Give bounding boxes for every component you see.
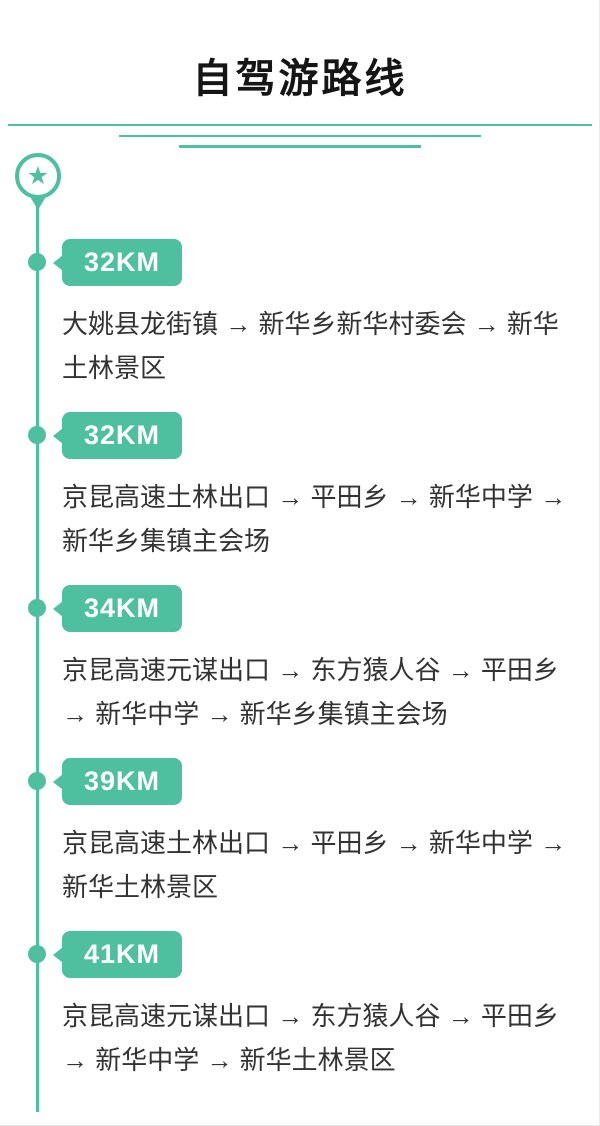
route-description: 京昆高速土林出口 → 平田乡 → 新华中学 → 新华土林景区 <box>62 828 567 902</box>
page-title: 自驾游路线 <box>192 57 408 101</box>
timeline-dot-icon <box>28 253 46 271</box>
route-item: 32KM 京昆高速土林出口 → 平田乡 → 新华中学 → 新华乡集镇主会场 <box>28 412 572 563</box>
distance-badge: 39KM <box>53 758 183 805</box>
badge-row: 39KM <box>28 758 572 805</box>
distance-label: 32KM <box>84 247 161 277</box>
divider-line-medium <box>119 135 481 137</box>
badge-pointer-icon <box>53 946 63 963</box>
route-description: 京昆高速土林出口 → 平田乡 → 新华中学 → 新华乡集镇主会场 <box>62 482 567 556</box>
distance-badge: 34KM <box>53 585 183 632</box>
badge-pointer-icon <box>53 773 63 790</box>
distance-label: 34KM <box>84 593 161 623</box>
timeline-dot-icon <box>28 426 46 444</box>
badge-pointer-icon <box>53 254 63 271</box>
routes-list: 32KM 大姚县龙街镇 → 新华乡新华村委会 → 新华土林景区 32KM 京昆高… <box>0 239 600 1082</box>
badge-row: 32KM <box>28 412 572 459</box>
timeline-dot-icon <box>28 599 46 617</box>
header: 自驾游路线 <box>0 0 600 148</box>
timeline-line <box>36 198 39 1112</box>
distance-label: 39KM <box>84 766 161 796</box>
distance-badge: 32KM <box>53 239 183 286</box>
timeline-dot-icon <box>28 772 46 790</box>
badge-row: 41KM <box>28 931 572 978</box>
route-item: 39KM 京昆高速土林出口 → 平田乡 → 新华中学 → 新华土林景区 <box>28 758 572 909</box>
route-item: 34KM 京昆高速元谋出口 → 东方猿人谷 → 平田乡 → 新华中学 → 新华乡… <box>28 585 572 736</box>
pin-point-icon <box>29 195 47 210</box>
distance-badge: 41KM <box>53 931 183 978</box>
route-item: 41KM 京昆高速元谋出口 → 东方猿人谷 → 平田乡 → 新华中学 → 新华土… <box>28 931 572 1082</box>
badge-row: 34KM <box>28 585 572 632</box>
route-description: 大姚县龙街镇 → 新华乡新华村委会 → 新华土林景区 <box>62 309 559 383</box>
divider-line-short <box>179 145 421 148</box>
start-pin: ★ <box>15 153 61 210</box>
badge-pointer-icon <box>53 600 63 617</box>
badge-row: 32KM <box>28 239 572 286</box>
timeline-dot-icon <box>28 945 46 963</box>
star-pin-icon: ★ <box>15 153 61 199</box>
route-description: 京昆高速元谋出口 → 东方猿人谷 → 平田乡 → 新华中学 → 新华土林景区 <box>62 1001 559 1075</box>
divider-line-long <box>8 124 592 126</box>
route-description: 京昆高速元谋出口 → 东方猿人谷 → 平田乡 → 新华中学 → 新华乡集镇主会场 <box>62 655 559 729</box>
badge-pointer-icon <box>53 427 63 444</box>
distance-badge: 32KM <box>53 412 183 459</box>
distance-label: 32KM <box>84 420 161 450</box>
route-item: 32KM 大姚县龙街镇 → 新华乡新华村委会 → 新华土林景区 <box>28 239 572 390</box>
distance-label: 41KM <box>84 939 161 969</box>
